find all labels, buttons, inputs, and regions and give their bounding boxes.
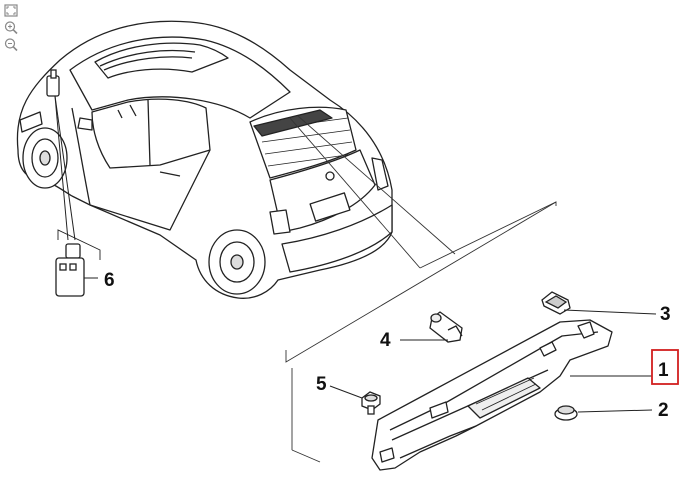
car-license-plate: [309, 192, 351, 222]
projection-lines: [285, 115, 557, 463]
car-badge: [325, 171, 335, 181]
part-3-clip[interactable]: [541, 291, 571, 315]
car-tail-light-left: [269, 209, 291, 235]
callout-1[interactable]: 1: [658, 360, 669, 381]
car-tailgate: [269, 149, 376, 233]
callout-2[interactable]: 2: [658, 400, 669, 421]
car-rear-bumper: [281, 204, 393, 273]
car-side-mirror: [77, 117, 93, 131]
part-6-brake-switch[interactable]: [46, 69, 101, 297]
callout-5[interactable]: 5: [316, 374, 327, 395]
part-4-bulb[interactable]: [429, 311, 463, 343]
fit-to-window-icon[interactable]: [3, 3, 19, 18]
callout-labels: 1 2 3 4 5 6: [104, 270, 679, 421]
zoom-toolbar: [3, 3, 21, 52]
car-tail-light-right: [371, 157, 389, 191]
car-illustration: [16, 20, 393, 299]
zoom-out-icon[interactable]: [3, 37, 19, 52]
leader-lines: [84, 277, 657, 413]
callout-1-highlight-box: [651, 349, 679, 385]
callout-4[interactable]: 4: [380, 330, 391, 351]
callout-3[interactable]: 3: [660, 304, 671, 325]
zoom-in-icon[interactable]: [3, 20, 19, 35]
callout-6[interactable]: 6: [104, 270, 115, 291]
car-brake-light: [253, 109, 333, 137]
part-5-screw[interactable]: [361, 391, 381, 415]
part-2-grommet[interactable]: [554, 405, 578, 421]
part-1-stop-lamp-housing[interactable]: [371, 319, 613, 471]
